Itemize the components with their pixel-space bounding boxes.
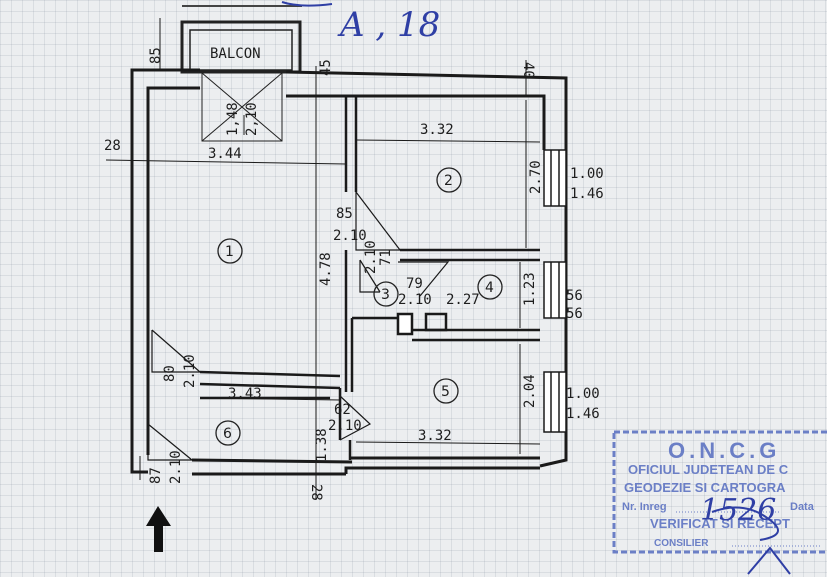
stamp-line-2: GEODEZIE SI CARTOGRA xyxy=(624,480,786,495)
right-wall-windows xyxy=(543,149,567,433)
interior-walls xyxy=(199,96,540,460)
dim-room5-window-a: 1.00 xyxy=(566,386,600,402)
dim-door-85: 85 xyxy=(336,206,353,222)
dim-28-top: 28 xyxy=(104,138,121,154)
balcony-door-width: 1,48 xyxy=(225,102,241,136)
room-4-marker: 4 xyxy=(477,274,503,300)
dim-door-80: 80 xyxy=(162,365,178,382)
dim-door-62: 62 xyxy=(334,402,351,418)
dim-room2-width: 3.32 xyxy=(420,122,454,138)
balcony: BALCON 1,48 2,10 xyxy=(180,20,302,142)
oncg-stamp: O.N.C.G OFICIUL JUDETEAN DE C GEODEZIE S… xyxy=(612,430,827,575)
room-markers: 1 2 3 4 5 6 xyxy=(215,167,503,446)
dim-room3-door-h: 2.10 xyxy=(398,292,432,308)
dim-door-80-h: 2.10 xyxy=(182,354,198,388)
dim-door-85-h: 2.10 xyxy=(333,228,367,244)
stamp-line-1: OFICIUL JUDETEAN DE C xyxy=(628,462,789,477)
dim-room5-length: 2.04 xyxy=(522,374,538,408)
dimension-labels: 28 85 45 40 3.44 3.32 2.70 1.00 1.46 85 … xyxy=(104,47,604,501)
dim-40: 40 xyxy=(520,62,536,79)
svg-text:2: 2 xyxy=(444,173,453,189)
svg-text:4: 4 xyxy=(485,280,494,296)
dim-room4-width: 2.27 xyxy=(446,292,480,308)
room-1-marker: 1 xyxy=(217,238,243,264)
stamp-title: O.N.C.G xyxy=(668,438,780,463)
balcony-label: BALCON xyxy=(210,46,261,62)
svg-text:5: 5 xyxy=(441,384,450,400)
handwritten-apartment-label: A , 18 xyxy=(337,5,440,45)
north-arrow-icon xyxy=(146,506,171,552)
door-swings xyxy=(147,191,450,461)
dim-door-87: 87 xyxy=(148,467,164,484)
dim-45: 45 xyxy=(318,59,334,76)
stamp-line-5: CONSILIER xyxy=(654,538,709,549)
stamp-line-4: VERIFICAT SI RECEPT xyxy=(650,516,790,531)
balcony-door-height: 2,10 xyxy=(244,102,260,136)
blue-pen-stroke xyxy=(281,1,333,7)
room-2-marker: 2 xyxy=(436,167,462,193)
room-3-marker: 3 xyxy=(373,281,399,307)
dim-door3-h: 2.10 xyxy=(363,240,379,274)
dim-room1-width: 3.44 xyxy=(208,146,242,162)
dim-room5-window-b: 1.46 xyxy=(566,406,600,422)
stamp-date-label: Data xyxy=(790,501,815,513)
dim-room4-window-b: 56 xyxy=(566,306,583,322)
svg-text:1: 1 xyxy=(225,244,234,260)
dim-28-bottom: 28 xyxy=(308,484,324,501)
signature-stroke xyxy=(711,506,779,541)
dim-room1-length: 4.78 xyxy=(318,252,334,286)
dim-room2-window-a: 1.00 xyxy=(570,166,604,182)
handwritten-reg-number: 1526 xyxy=(700,493,776,528)
stamp-reg-label: Nr. Inreg xyxy=(622,501,667,513)
dim-room3-door-w: 79 xyxy=(406,276,423,292)
dimension-lines xyxy=(105,18,541,500)
dim-room6-length: 1.38 xyxy=(314,428,330,462)
dim-hall-width: 3.43 xyxy=(228,386,262,402)
dim-room2-window-b: 1.46 xyxy=(570,186,604,202)
room-6-marker: 6 xyxy=(215,420,241,446)
dim-85: 85 xyxy=(148,47,164,64)
dim-door-87-h: 2.10 xyxy=(168,450,184,484)
svg-text:3: 3 xyxy=(381,287,390,303)
dim-room5-width: 3.32 xyxy=(418,428,452,444)
dim-room4-window-a: 56 xyxy=(566,288,583,304)
dim-room2-length: 2.70 xyxy=(528,160,544,194)
svg-text:6: 6 xyxy=(223,426,232,442)
dim-room4-length: 1.23 xyxy=(522,272,538,306)
dim-door-62-h: 2.10 xyxy=(328,418,362,434)
room-5-marker: 5 xyxy=(433,378,459,404)
dim-door3-w: 71 xyxy=(378,249,394,266)
signature-stroke-2 xyxy=(747,546,791,575)
